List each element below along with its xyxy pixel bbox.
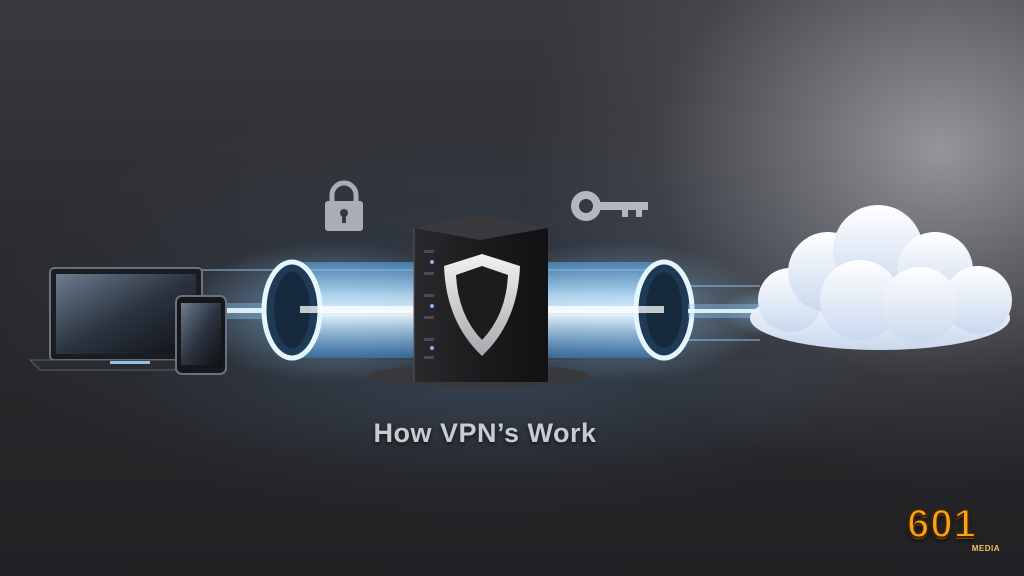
key-icon: [571, 191, 648, 221]
laptop-icon: [28, 267, 224, 371]
right-encrypted-tunnel: [546, 259, 695, 361]
left-encrypted-tunnel: [261, 259, 420, 361]
vpn-server: [370, 214, 590, 388]
illustration-caption: How VPN’s Work: [373, 418, 597, 448]
smartphone-icon: [175, 295, 227, 375]
server-vents: [424, 250, 434, 359]
brand-logo: 601 MEDIA: [892, 501, 1004, 560]
padlock-icon: [325, 180, 363, 231]
shield-icon: [444, 254, 520, 356]
cloud-icon: [750, 205, 1012, 350]
floor-reflection: [0, 360, 1024, 576]
logo-number: 601: [906, 501, 977, 547]
logo-subtitle: MEDIA: [971, 544, 1000, 553]
server-lights: [430, 260, 434, 350]
